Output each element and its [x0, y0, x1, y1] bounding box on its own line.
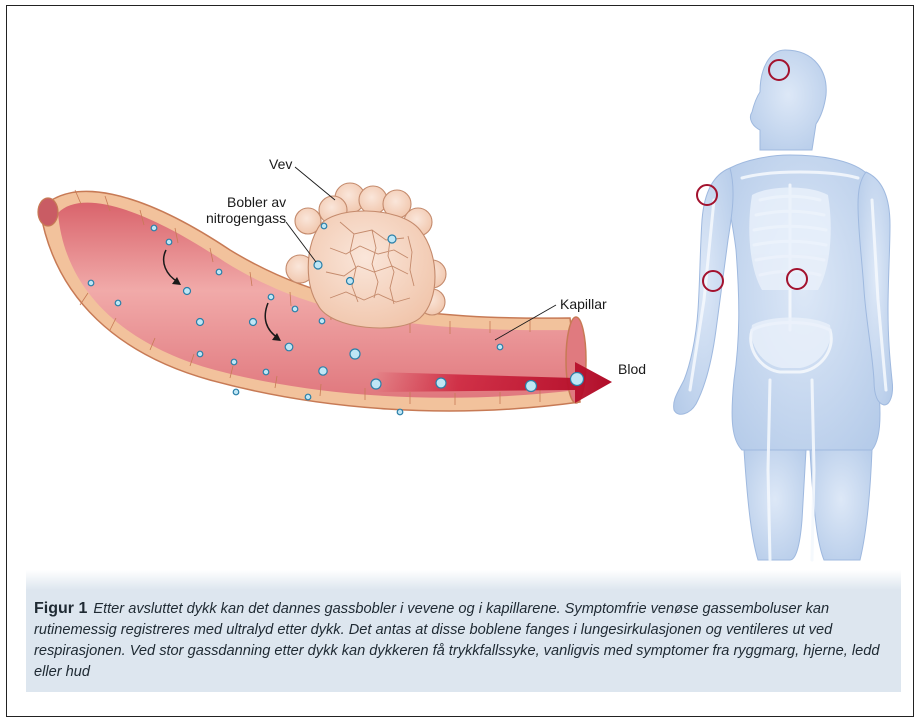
- label-capillary: Kapillar: [560, 296, 607, 312]
- ribcage: [749, 188, 831, 369]
- human-body: [674, 50, 893, 560]
- label-blood: Blod: [618, 361, 646, 377]
- label-nitrogen-bubbles: Bobler av nitrogengass: [206, 194, 286, 226]
- caption-text: Etter avsluttet dykk kan det dannes gass…: [34, 601, 879, 680]
- figure-number: Figur 1: [34, 600, 87, 617]
- label-tissue: Vev: [269, 156, 292, 172]
- label-bubbles-text: Bobler av nitrogengass: [206, 194, 286, 226]
